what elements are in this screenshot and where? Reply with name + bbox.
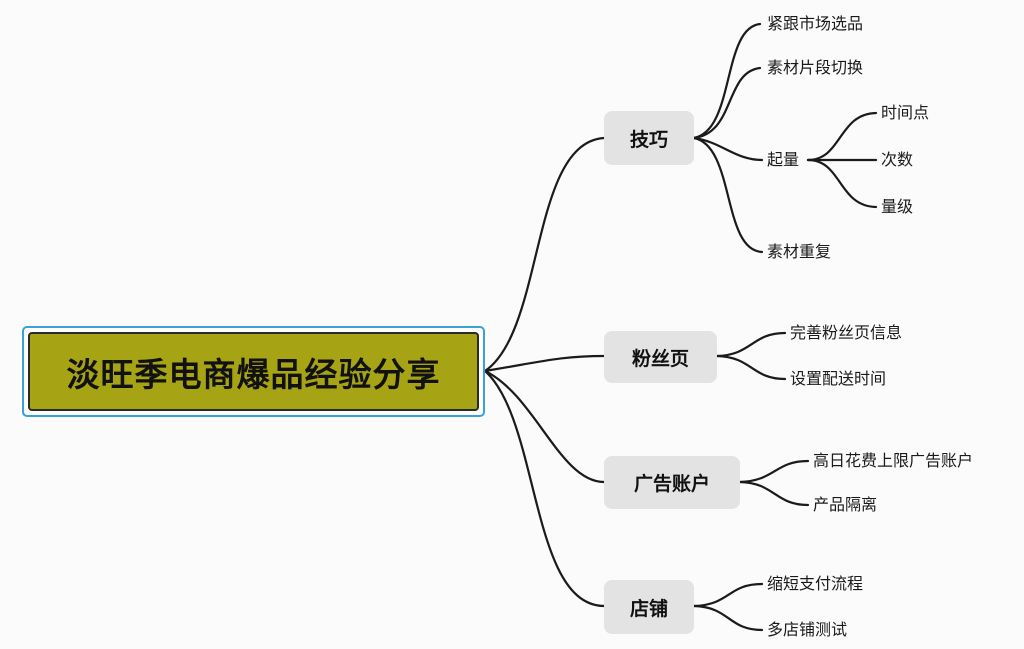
- leaf-tips-select: 紧跟市场选品: [767, 14, 864, 33]
- leaf-volume-level: 量级: [881, 197, 914, 216]
- edge-root-shop: [483, 369, 606, 608]
- leaf-volume-time: 时间点: [881, 103, 930, 122]
- edge-tips-select: [692, 22, 762, 140]
- branch-ads: 广告账户: [604, 456, 740, 509]
- edge-ads-isolate: [738, 480, 810, 507]
- branch-tips: 技巧: [604, 111, 694, 165]
- edge-volume-time: [806, 111, 878, 162]
- root-node: 淡旺季电商爆品经验分享: [22, 326, 485, 417]
- root-node-fill: 淡旺季电商爆品经验分享: [28, 332, 479, 411]
- branch-shop-label: 店铺: [629, 597, 668, 620]
- leaf-tips-switch: 素材片段切换: [767, 58, 864, 77]
- branch-fans-label: 粉丝页: [631, 347, 689, 370]
- edge-ads-account: [738, 459, 810, 484]
- edge-shop-payment: [692, 582, 764, 608]
- leaf-shop-multitest: 多店铺测试: [767, 620, 848, 639]
- leaf-fans-info: 完善粉丝页信息: [790, 323, 903, 342]
- edge-root-ads: [483, 369, 606, 484]
- edge-fans-info: [715, 331, 787, 358]
- edge-tips-repeat: [692, 136, 764, 254]
- leaf-tips-repeat: 素材重复: [767, 242, 832, 261]
- edge-shop-multitest: [692, 604, 764, 632]
- leaf-tips-volume: 起量: [767, 150, 800, 169]
- edge-root-fans: [483, 354, 606, 373]
- branch-ads-label: 广告账户: [633, 473, 710, 495]
- leaf-fans-delivery: 设置配送时间: [790, 369, 887, 388]
- leaf-ads-isolate: 产品隔离: [813, 495, 878, 514]
- leaf-ads-account: 高日花费上限广告账户: [813, 451, 974, 470]
- branch-tips-label: 技巧: [629, 128, 668, 151]
- edge-tips-volume: [692, 136, 764, 162]
- branch-fans: 粉丝页: [604, 331, 717, 383]
- leaf-volume-count: 次数: [881, 150, 914, 169]
- leaf-shop-payment: 缩短支付流程: [767, 574, 864, 593]
- edge-root-tips: [483, 136, 606, 373]
- root-title: 淡旺季电商爆品经验分享: [66, 354, 441, 394]
- branch-shop: 店铺: [604, 580, 694, 634]
- edge-tips-switch: [692, 66, 762, 140]
- edge-volume-level: [806, 158, 878, 209]
- edge-fans-delivery: [715, 354, 787, 381]
